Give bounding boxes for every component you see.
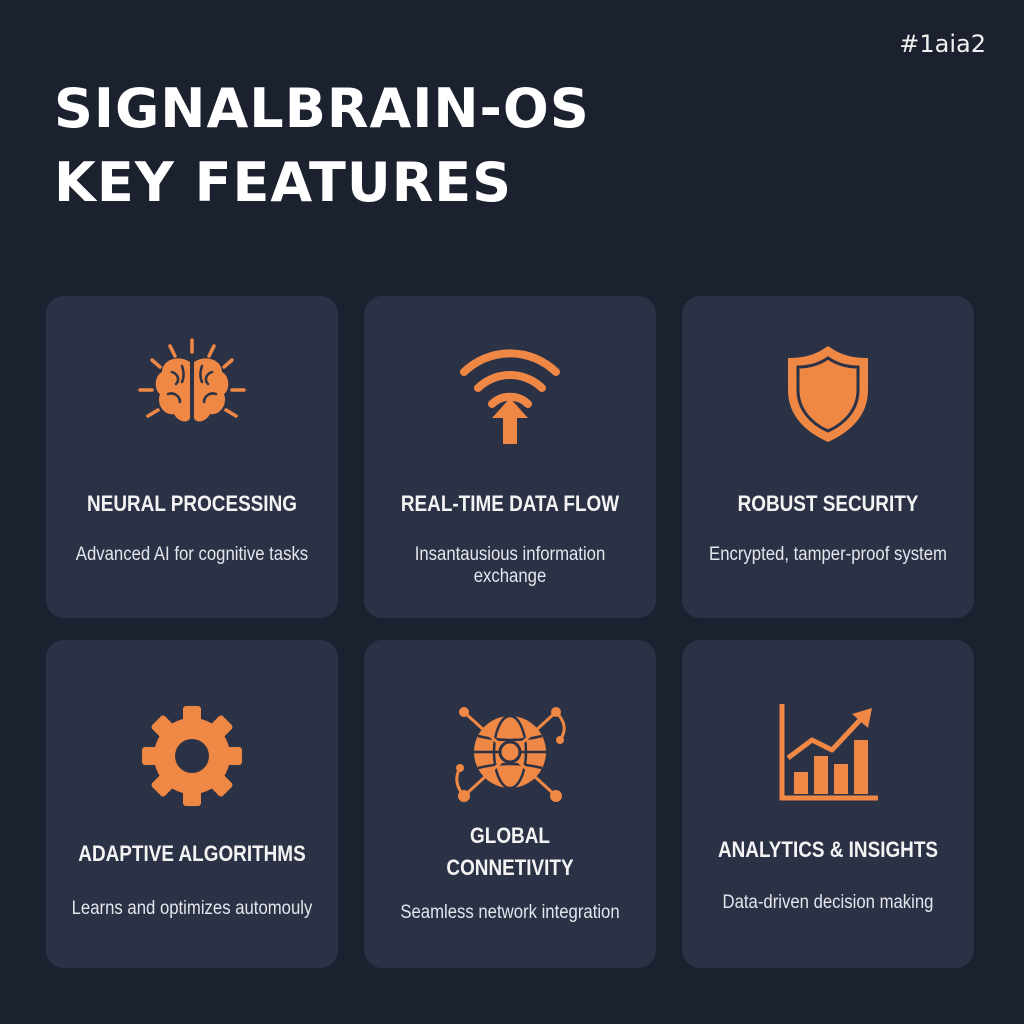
signal-upload-icon: [440, 332, 580, 452]
page-title-line1: SIGNALBRAIN-OS: [54, 77, 590, 140]
feature-title: NEURAL PROCESSING: [87, 491, 297, 516]
feature-description: Insantausious information exchange: [414, 544, 606, 587]
feature-card-adaptive-algorithms: ADAPTIVE ALGORITHMS Learns and optimizes…: [46, 640, 338, 968]
shield-icon: [758, 332, 898, 452]
feature-card-real-time-data-flow: REAL-TIME DATA FLOW Insantausious inform…: [364, 296, 656, 618]
feature-description: Learns and optimizes automouly: [71, 898, 313, 919]
feature-description: Seamless network integration: [400, 902, 620, 923]
network-globe-icon: [440, 696, 580, 816]
feature-title-line2: CONNETIVITY: [446, 855, 574, 880]
hashtag-label: #1aia2: [899, 30, 986, 58]
feature-description: Advanced AI for cognitive tasks: [75, 544, 309, 565]
feature-description: Encrypted, tamper-proof system: [709, 544, 947, 565]
feature-title: GLOBAL CONNETIVITY: [393, 820, 627, 884]
features-grid: NEURAL PROCESSING Advanced AI for cognit…: [46, 296, 974, 968]
page-title-line2: KEY FEATURES: [54, 151, 513, 214]
page-title: SIGNALBRAIN-OS KEY FEATURES: [54, 72, 590, 220]
gear-icon: [122, 696, 262, 816]
bar-chart-trend-icon: [758, 696, 898, 816]
brain-icon: [122, 332, 262, 452]
feature-card-neural-processing: NEURAL PROCESSING Advanced AI for cognit…: [46, 296, 338, 618]
feature-card-analytics-insights: ANALYTICS & INSIGHTS Data-driven decisio…: [682, 640, 974, 968]
feature-description: Data-driven decision making: [722, 892, 934, 913]
feature-card-robust-security: ROBUST SECURITY Encrypted, tamper-proof …: [682, 296, 974, 618]
feature-title: REAL-TIME DATA FLOW: [400, 491, 620, 516]
feature-card-global-connectivity: GLOBAL CONNETIVITY Seamless network inte…: [364, 640, 656, 968]
feature-title: ADAPTIVE ALGORITHMS: [78, 841, 306, 866]
feature-title: ANALYTICS & INSIGHTS: [717, 837, 939, 862]
feature-title-line1: GLOBAL: [470, 823, 550, 848]
feature-title: ROBUST SECURITY: [737, 491, 919, 516]
